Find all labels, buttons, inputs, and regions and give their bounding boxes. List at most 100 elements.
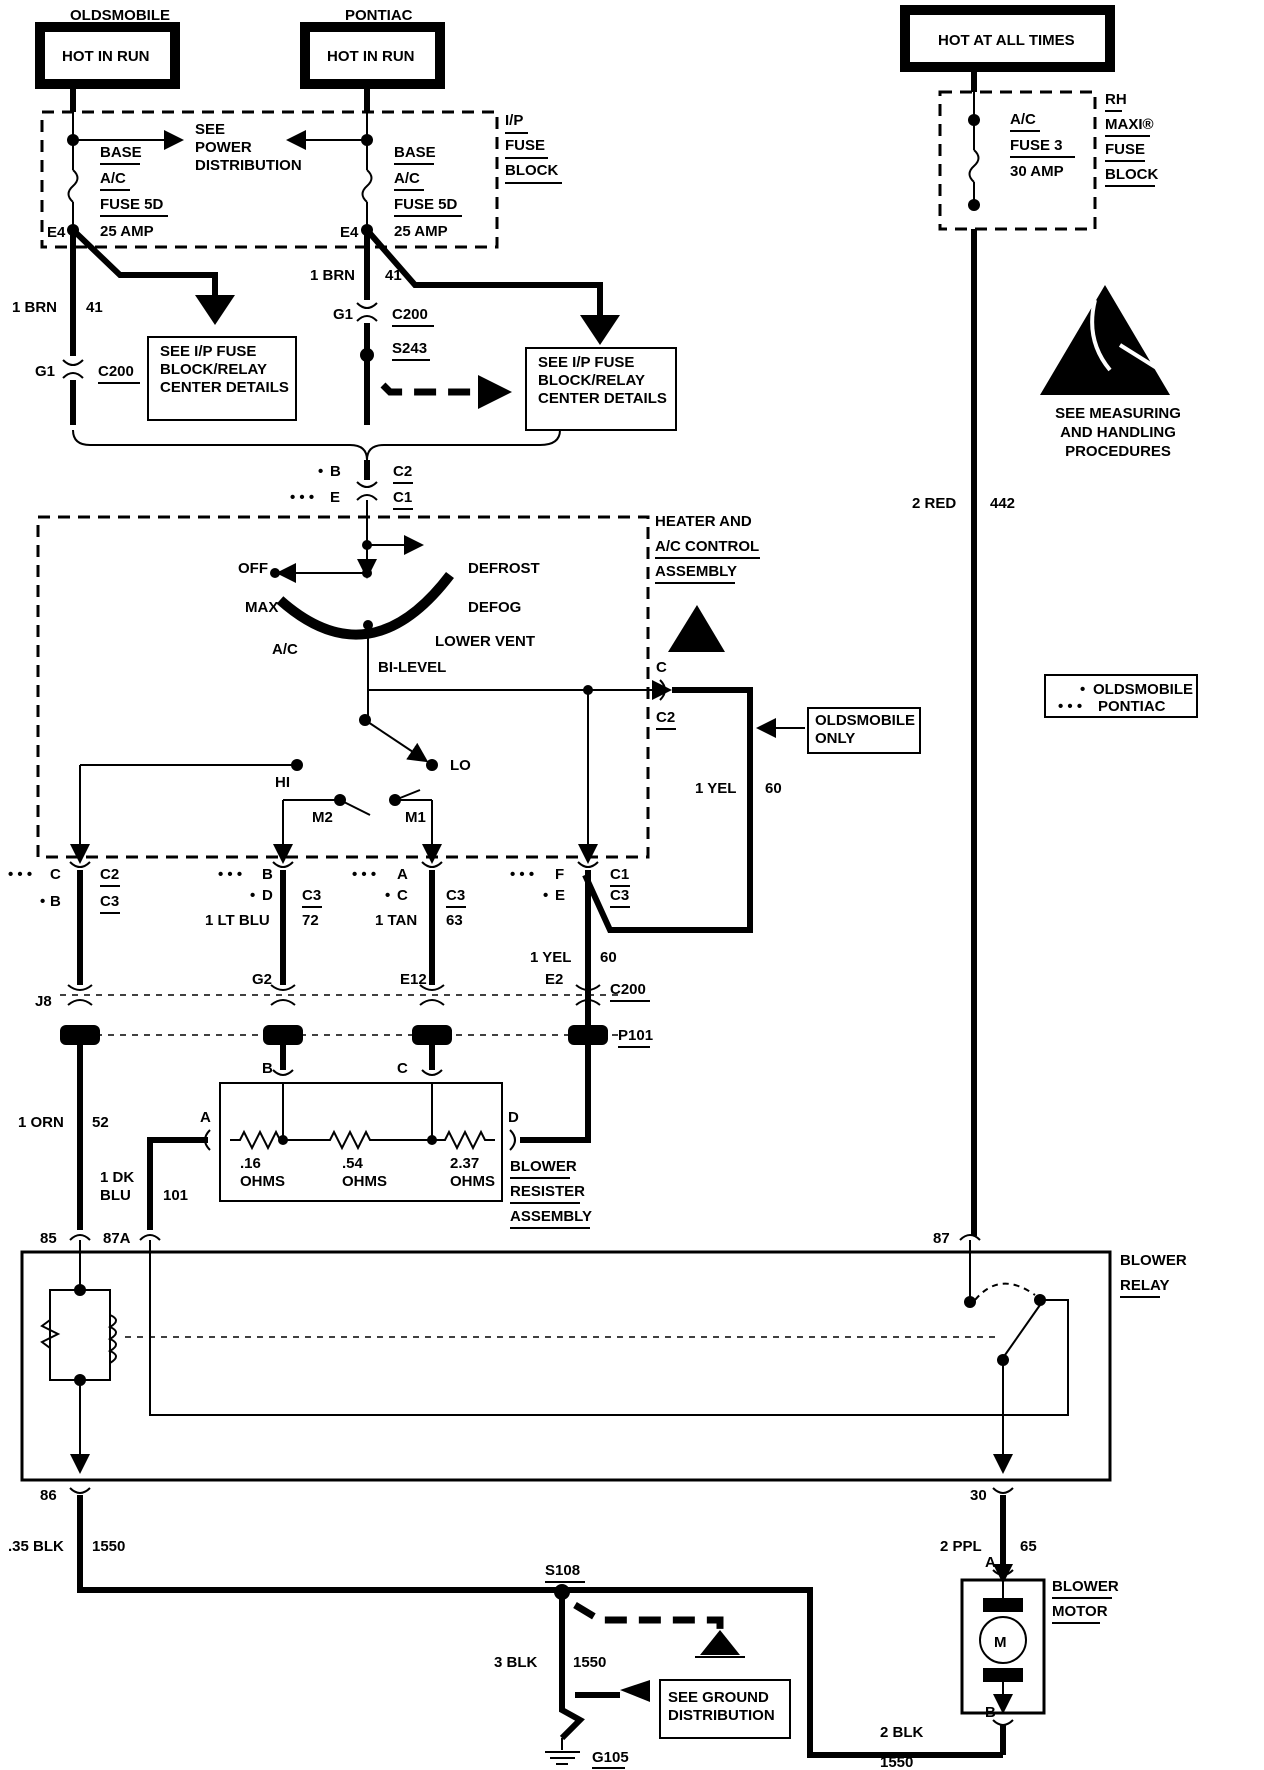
svg-text:PROCEDURES: PROCEDURES: [1065, 443, 1171, 460]
p101-connector: P101: [618, 1027, 653, 1044]
resistor-icon: [283, 1129, 432, 1151]
svg-text:• • •: • • •: [352, 866, 376, 883]
connector-icon: [577, 861, 599, 868]
resistor-icon: [432, 1129, 495, 1151]
svg-text:M: M: [994, 1634, 1007, 1651]
svg-text:LOWER VENT: LOWER VENT: [435, 633, 535, 650]
svg-text:A: A: [397, 866, 408, 883]
connector-icon: [139, 1234, 161, 1241]
hot-in-run-box-olds: [35, 22, 180, 89]
svg-text:DEFOG: DEFOG: [468, 599, 521, 616]
connector-icon: [992, 1487, 1014, 1494]
fuse-5d-pontiac: BASE A/C FUSE 5D 25 AMP: [394, 144, 462, 240]
wire-blk-035: .35 BLK: [8, 1538, 64, 1555]
fuse-icon: [67, 169, 79, 203]
control-assembly-outline: [36, 515, 650, 859]
svg-text:A/C: A/C: [272, 641, 298, 658]
svg-text:•: •: [318, 463, 323, 480]
svg-text:MOTOR: MOTOR: [1052, 1603, 1108, 1620]
svg-text:G1: G1: [35, 363, 55, 380]
connector-icon: [421, 1069, 443, 1076]
fuse-3: A/C FUSE 3 30 AMP: [1010, 111, 1075, 180]
wire-yel-olds: 1 YEL: [695, 780, 736, 797]
svg-text:CENTER DETAILS: CENTER DETAILS: [538, 390, 667, 407]
svg-text:1550: 1550: [92, 1538, 125, 1555]
svg-text:A: A: [200, 1109, 211, 1126]
svg-text:• • •: • • •: [1058, 698, 1082, 715]
svg-text:OHMS: OHMS: [342, 1173, 387, 1190]
svg-text:A/C: A/C: [1010, 111, 1036, 128]
svg-text:52: 52: [92, 1114, 109, 1131]
svg-text:I/P: I/P: [505, 112, 523, 129]
svg-text:SEE I/P FUSE: SEE I/P FUSE: [160, 343, 256, 360]
motor-label: BLOWER MOTOR: [1052, 1578, 1119, 1624]
connector-icon: [69, 1234, 91, 1241]
svg-text:M2: M2: [312, 809, 333, 826]
svg-text:OLDSMOBILE: OLDSMOBILE: [815, 712, 915, 729]
bracket: [72, 429, 561, 461]
svg-text:FUSE: FUSE: [505, 137, 545, 154]
motor-icon: [979, 1616, 1027, 1664]
svg-text:•: •: [1080, 681, 1085, 698]
fuse-icon: [968, 149, 980, 183]
svg-text:60: 60: [600, 949, 617, 966]
svg-text:1550: 1550: [573, 1654, 606, 1671]
wire-yel: 1 YEL: [530, 949, 571, 966]
svg-text:C1: C1: [610, 866, 629, 883]
relay-label: BLOWER RELAY: [1120, 1252, 1187, 1298]
control-assembly-label: HEATER AND A/C CONTROL ASSEMBLY: [655, 513, 760, 584]
svg-text:C3: C3: [100, 893, 119, 910]
c200-row: [67, 984, 601, 1006]
ip-fuse-block-label: I/P FUSE BLOCK: [505, 112, 562, 184]
svg-text:.16: .16: [240, 1155, 261, 1172]
svg-text:B: B: [262, 866, 273, 883]
maxi-fuse-block-outline: [938, 90, 1097, 231]
svg-text:F: F: [555, 866, 564, 883]
s108-splice: S108: [545, 1562, 580, 1579]
wire-lt-blu: 1 LT BLU: [205, 912, 270, 929]
svg-text:J8: J8: [35, 993, 52, 1010]
svg-text:A/C CONTROL: A/C CONTROL: [655, 538, 759, 555]
esd-warning-icon: [1040, 285, 1170, 395]
svg-text:87: 87: [933, 1230, 950, 1247]
svg-text:DISTRIBUTION: DISTRIBUTION: [668, 1707, 775, 1724]
svg-text:C2: C2: [393, 463, 412, 480]
svg-text:BLOCK: BLOCK: [505, 162, 558, 179]
connector-icon: [356, 481, 378, 501]
blower-relay: [20, 1250, 1112, 1482]
g105-ground: G105: [592, 1749, 629, 1766]
svg-text:87A: 87A: [103, 1230, 131, 1247]
svg-text:E: E: [555, 887, 565, 904]
svg-text:BLOCK/RELAY: BLOCK/RELAY: [538, 372, 645, 389]
wire-blk-2: 2 BLK: [880, 1724, 924, 1741]
svg-text:RESISTER: RESISTER: [510, 1183, 585, 1200]
see-power-distribution: SEE POWER DISTRIBUTION: [195, 121, 302, 174]
svg-text:RH: RH: [1105, 91, 1127, 108]
hot-at-all-times: HOT AT ALL TIMES: [938, 32, 1075, 49]
resistor-assembly: [219, 1082, 503, 1202]
svg-text:65: 65: [1020, 1538, 1037, 1555]
svg-text:442: 442: [990, 495, 1015, 512]
svg-text:•: •: [250, 887, 255, 904]
svg-text:BLOCK: BLOCK: [1105, 166, 1158, 183]
wire-brn-olds-ckt: 41: [86, 299, 103, 316]
svg-text:SEE I/P FUSE: SEE I/P FUSE: [538, 354, 634, 371]
svg-text:OHMS: OHMS: [240, 1173, 285, 1190]
svg-text:BLU: BLU: [100, 1187, 131, 1204]
connector-icon: [272, 1069, 294, 1076]
svg-text:POWER: POWER: [195, 139, 252, 156]
relay-center-note-2: SEE I/P FUSE BLOCK/RELAY CENTER DETAILS: [525, 347, 677, 431]
c200-pontiac: C200: [392, 306, 428, 323]
svg-text:2.37: 2.37: [450, 1155, 479, 1172]
svg-text:G1: G1: [333, 306, 353, 323]
wire-brn-pontiac-ckt: 41: [385, 267, 402, 284]
svg-text:OFF: OFF: [238, 560, 268, 577]
svg-text:SEE: SEE: [195, 121, 225, 138]
svg-text:C3: C3: [446, 887, 465, 904]
svg-text:•: •: [543, 887, 548, 904]
connector-icon: [509, 1129, 516, 1151]
svg-text:25 AMP: 25 AMP: [100, 223, 154, 240]
svg-text:BASE: BASE: [100, 144, 142, 161]
resistor-label: BLOWER RESISTER ASSEMBLY: [510, 1158, 592, 1229]
